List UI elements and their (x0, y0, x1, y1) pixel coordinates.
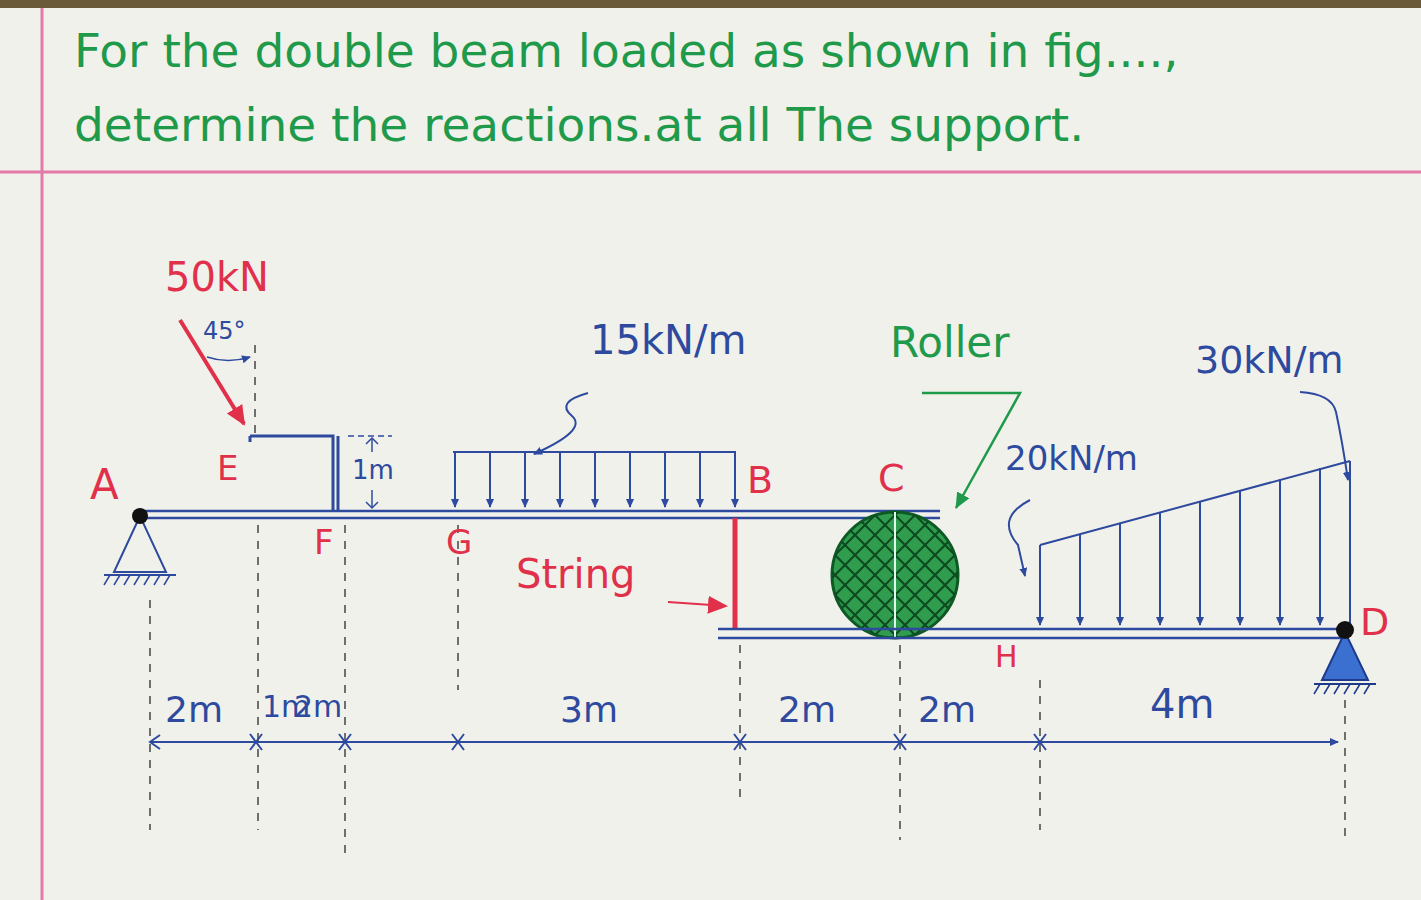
paper-edge-part (41, 8, 44, 900)
point-label: A (90, 462, 119, 508)
roller (820, 393, 1020, 650)
udl-15-part (664, 452, 666, 507)
dashed-guides-part (257, 525, 259, 830)
lower-beam-part (718, 637, 1345, 640)
support-a-part (132, 508, 148, 524)
point-label: D (1360, 602, 1389, 644)
support-d-part (1314, 683, 1376, 685)
point-label: B (747, 460, 773, 502)
trapezoid-load-part (1279, 479, 1281, 625)
udl-15-part (524, 452, 526, 507)
trapezoid-load-part (1079, 534, 1081, 625)
dimension-line-part (734, 734, 746, 750)
udl-15-part (699, 452, 701, 507)
upper-beam-part (140, 510, 940, 513)
dimension-line-part (339, 734, 351, 750)
lower-beam (718, 629, 1345, 638)
point-label: E (217, 450, 238, 487)
udl-15-part (594, 452, 596, 507)
support-a (104, 508, 176, 585)
roller-part (894, 510, 896, 640)
trapezoid-load-part (1009, 500, 1030, 576)
string-label: String (516, 552, 635, 596)
dashed-guides-part (149, 600, 151, 830)
dimension-label: 3m (560, 690, 618, 730)
dimension-1m-part (371, 490, 373, 508)
lower-beam-part (718, 628, 1345, 631)
load-label: 15kN/m (590, 318, 746, 362)
dimension-line-part (1034, 734, 1046, 750)
dimension-1m-part (348, 435, 392, 437)
force-arrow-part (207, 357, 250, 361)
udl-15-part (489, 452, 491, 507)
point-label: F (314, 524, 334, 561)
udl-15-part (454, 452, 456, 507)
trapezoid-load-part (1159, 512, 1161, 625)
roller-label: Roller (890, 320, 1009, 366)
string-part (668, 602, 726, 606)
dashed-guides-part (1344, 700, 1346, 840)
string-part (733, 518, 738, 630)
trapezoid-load-part (1199, 501, 1201, 625)
udl-15 (453, 393, 736, 507)
trapezoid-load-part (1349, 461, 1351, 626)
support-a-part (114, 516, 166, 572)
problem-title: For the double beam loaded as shown in f… (74, 14, 1404, 162)
bracket-ef (250, 436, 338, 510)
udl-15-part (534, 393, 588, 454)
bracket-ef-part (250, 436, 333, 510)
udl-15-part (734, 452, 736, 507)
bracket-ef-part (337, 436, 340, 510)
string (668, 518, 735, 630)
paper-edge-part (0, 171, 1421, 174)
dimension-1m-part (371, 438, 373, 452)
dimension-label: 2m (918, 690, 976, 730)
dashed-guides (150, 345, 1345, 860)
dimension-line-part (150, 741, 1338, 743)
load-label: 30kN/m (1195, 340, 1344, 382)
bracket-ef-part (249, 436, 252, 442)
dimension-line-part (250, 734, 262, 750)
force-label: 50kN (165, 255, 269, 299)
point-label: H (995, 640, 1018, 673)
dashed-guides-part (739, 645, 741, 800)
udl-15-part (629, 452, 631, 507)
dimension-line (150, 734, 1338, 750)
trapezoid-load (1009, 392, 1350, 626)
trapezoid-load-part (1039, 545, 1041, 625)
dimension-label: 2m (778, 690, 836, 730)
trapezoid-load-part (1300, 392, 1348, 480)
dashed-guides-part (1039, 680, 1041, 830)
dimension-line-part (894, 734, 906, 750)
upper-beam-part (140, 517, 940, 520)
dimension-line-part (452, 734, 464, 750)
support-a-part (104, 575, 170, 585)
dimension-label: 4m (1150, 682, 1214, 726)
load-label: 20kN/m (1005, 440, 1138, 477)
trapezoid-load-part (1119, 523, 1121, 625)
upper-beam (140, 511, 940, 518)
support-d-part (1336, 621, 1354, 639)
dashed-guides-part (254, 345, 256, 435)
dimension-label: 2m (165, 690, 223, 730)
dimension-line-part (150, 735, 160, 749)
support-d-part (1314, 684, 1370, 694)
trapezoid-load-part (1239, 490, 1241, 625)
udl-15-part (559, 452, 561, 507)
trapezoid-load-part (1319, 468, 1321, 625)
dimension-label: 2m (294, 690, 342, 723)
point-label: G (446, 524, 472, 561)
paper-edge-part (0, 0, 1421, 8)
angle-label: 45° (203, 318, 246, 344)
dimension-label: 1m (352, 456, 394, 485)
point-label: C (878, 458, 905, 500)
dashed-guides-part (344, 525, 346, 860)
